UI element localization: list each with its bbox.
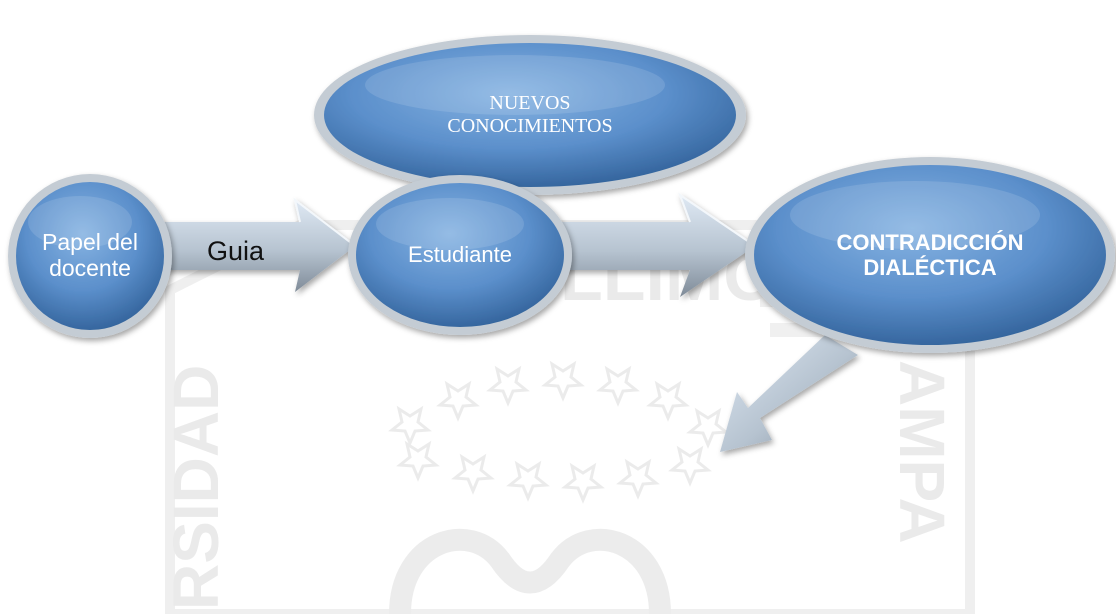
node-estudiante [348,175,572,335]
node-nuevos-conocimientos-label: NUEVOS CONOCIMIENTOS [447,92,613,137]
node-contradiccion-dialectica [745,157,1115,353]
node-estudiante-label: Estudiante [408,242,512,268]
node-nuevos-conocimientos [314,35,746,195]
arrow-estudiante-contradiccion [555,192,756,297]
edge-guia-label: Guia [207,236,265,266]
node-papel-del-docente [8,174,172,338]
watermark-text-right: AMPA [886,360,958,544]
node-contradiccion-dialectica-label: CONTRADICCIÓN DIALÉCTICA [836,229,1024,280]
watermark-text-left: RSIDAD [160,365,232,610]
arrow-contradiccion-down [720,335,858,452]
node-papel-del-docente-label: Papel del docente [42,228,138,281]
arrow-guia [150,197,356,292]
